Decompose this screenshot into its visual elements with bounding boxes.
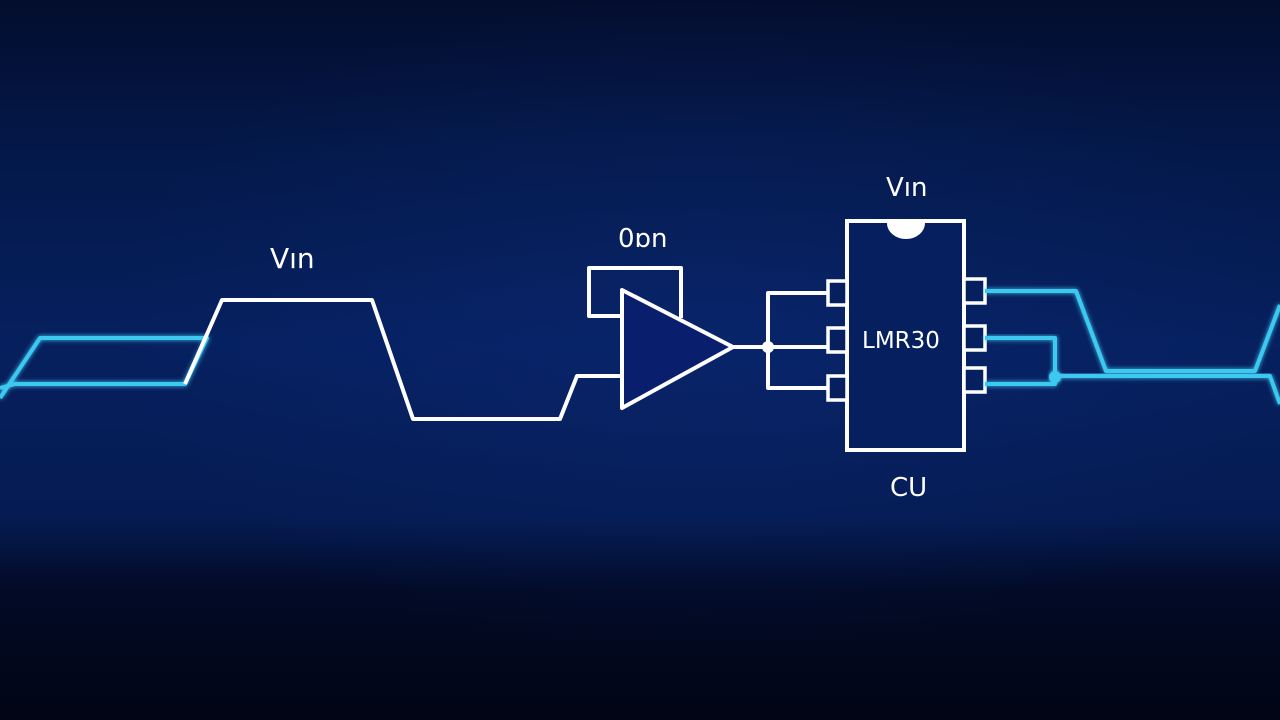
ic-notch <box>886 222 926 239</box>
white-waveform <box>183 298 622 421</box>
junction-dot-right <box>1049 371 1061 383</box>
junction-dot-left <box>762 341 774 353</box>
ic-pin-right-3 <box>962 366 987 394</box>
ic-pin-left-2 <box>826 326 849 354</box>
ic-pin-left-1 <box>826 279 849 307</box>
opamp-label: 0ɒn <box>618 224 668 254</box>
cyan-wire-right-bottom <box>985 374 1280 405</box>
ic-pin-right-2 <box>962 324 987 352</box>
cyan-wire-right-top <box>985 289 1280 373</box>
ic-part-label: LMR30 <box>862 328 940 354</box>
ic-body <box>845 219 966 452</box>
ic-pin-right-1 <box>962 277 987 305</box>
opamp-triangle <box>620 288 735 410</box>
cyan-wire-right-mid <box>985 336 1057 378</box>
ic-pin-left-3 <box>826 374 849 402</box>
vin-left-label: Vın <box>270 242 315 275</box>
feedback-loop <box>587 266 683 318</box>
cyan-waveform-left <box>0 336 209 400</box>
left-pin-bus <box>766 291 828 390</box>
vin-top-label: Vın <box>886 173 928 203</box>
ic-bottom-label: CU <box>890 473 927 503</box>
